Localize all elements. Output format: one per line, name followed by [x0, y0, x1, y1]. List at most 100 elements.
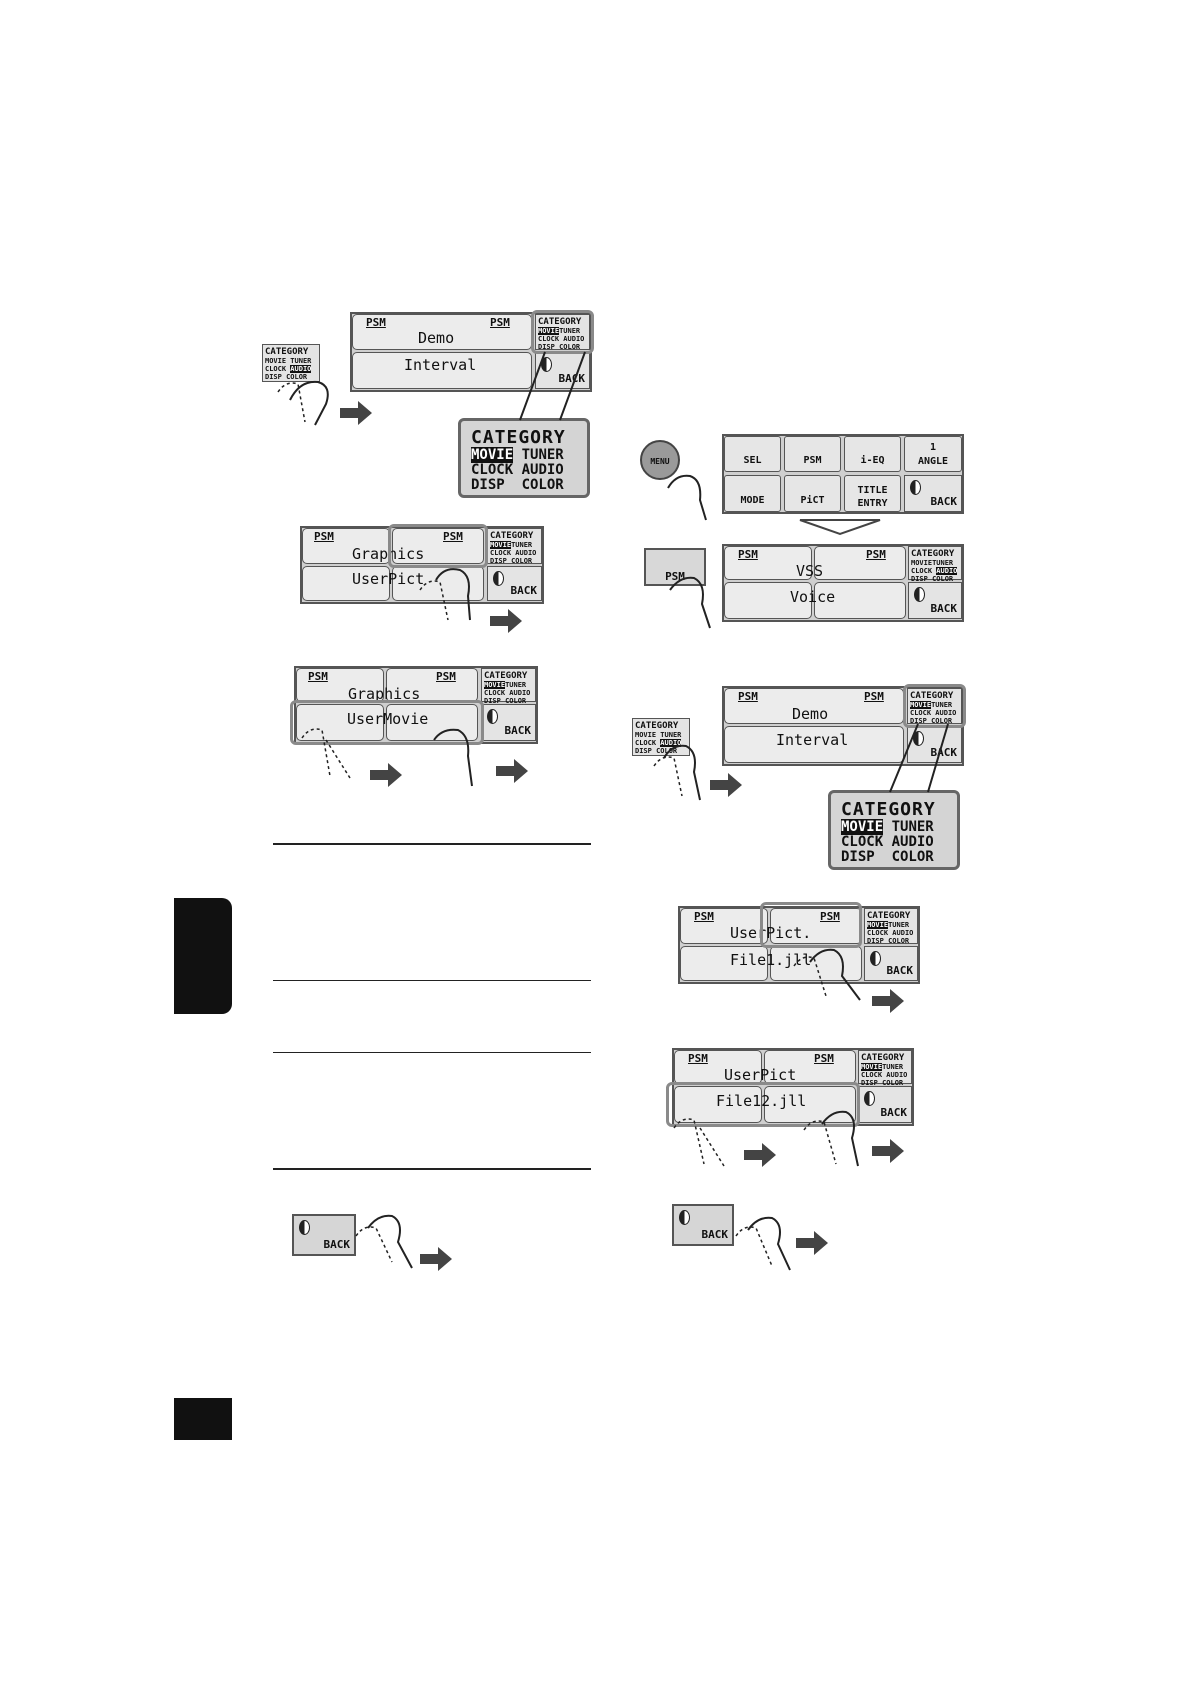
lcd-top-cell[interactable]: [724, 688, 904, 724]
lcd-bottom-cell[interactable]: [724, 726, 904, 763]
lcd-top-right-cell[interactable]: [764, 1050, 856, 1084]
knob-icon: [914, 587, 925, 602]
lcd-top-text: Demo: [792, 705, 829, 723]
psm-left-label: PSM: [308, 670, 328, 683]
dashed-finger-icon: [735, 1226, 773, 1267]
menu-angle-button[interactable]: 1 ANGLE: [904, 436, 962, 472]
lcd-category-cell[interactable]: CATEGORY MOVIETUNER CLOCK AUDIO DISP COL…: [487, 528, 542, 565]
highlight-frame: [903, 684, 966, 728]
dashed-finger-icon: [793, 956, 827, 997]
highlight-frame: [666, 1082, 860, 1127]
category-button[interactable]: CATEGORY MOVIE TUNER CLOCK AUDIO DISP CO…: [632, 718, 690, 756]
lcd-back-cell[interactable]: BACK: [907, 726, 962, 763]
lcd-back-cell[interactable]: BACK: [864, 946, 918, 981]
lcd-top-left-cell[interactable]: [724, 546, 812, 580]
knob-icon: [864, 1091, 875, 1106]
lcd-back-cell[interactable]: BACK: [487, 566, 542, 601]
psm-right-label: PSM: [436, 670, 456, 683]
lcd-top-right-cell[interactable]: [814, 546, 906, 580]
knob-icon: [299, 1220, 310, 1235]
lcd-bottom-text: Voice: [790, 588, 836, 606]
lcd-top-right-cell[interactable]: [392, 528, 484, 564]
lcd-bottom-left-cell[interactable]: [296, 704, 384, 741]
back-button[interactable]: BACK: [292, 1214, 356, 1256]
arrow-right-icon: [872, 989, 904, 1013]
lcd-category-cell[interactable]: CATEGORY MOVIETUNER CLOCK AUDIO DISP COL…: [535, 314, 590, 351]
lcd-back-cell[interactable]: BACK: [535, 352, 590, 389]
highlight-frame: [388, 524, 488, 568]
arrow-right-icon: [370, 763, 402, 787]
menu-sel-button[interactable]: SEL: [724, 436, 781, 472]
lcd-category-cell[interactable]: CATEGORY MOVIETUNER CLOCK AUDIO DISP COL…: [481, 668, 536, 705]
lcd-bottom-right-cell[interactable]: [814, 582, 906, 619]
dashed-finger-icon: [673, 1118, 725, 1167]
lcd-back-cell[interactable]: BACK: [481, 704, 536, 741]
psm-left-label: PSM: [694, 910, 714, 923]
finger-icon: [435, 568, 471, 621]
knob-icon: [493, 571, 504, 586]
dashed-finger-icon: [419, 580, 449, 621]
finger-icon: [821, 1110, 859, 1167]
finger-icon: [747, 1216, 791, 1271]
menu-button[interactable]: MENU: [640, 440, 680, 480]
highlight-frame: [290, 700, 484, 745]
psm-right-label: PSM: [866, 548, 886, 561]
arrow-right-icon: [710, 773, 742, 797]
menu-psm-button[interactable]: PSM: [784, 436, 841, 472]
psm-right-label: PSM: [443, 530, 463, 543]
finger-icon: [367, 1214, 413, 1269]
category-popup: CATEGORY MOVIE TUNER CLOCK AUDIO DISP CO…: [828, 790, 960, 870]
side-tab: [174, 898, 232, 1014]
lcd-top-text: UserPict.: [730, 924, 812, 942]
psm-left-label: PSM: [314, 530, 334, 543]
lcd-bottom-right-cell[interactable]: [764, 1086, 856, 1123]
finger-icon: [663, 744, 701, 801]
lcd-back-cell[interactable]: BACK: [908, 582, 962, 619]
finger-icon: [433, 728, 473, 787]
lcd-category-cell[interactable]: CATEGORY MOVIETUNER CLOCK AUDIO DISP COL…: [908, 546, 962, 583]
popup-connector: [889, 723, 949, 793]
dashed-finger-icon: [301, 728, 351, 779]
menu-pict-button[interactable]: PiCT: [784, 475, 841, 512]
menu-mode-button[interactable]: MODE: [724, 475, 781, 512]
lcd-top-left-cell[interactable]: [296, 668, 384, 702]
dashed-finger-icon: [653, 756, 683, 797]
lcd-bottom-left-cell[interactable]: [724, 582, 812, 619]
lcd-category-cell[interactable]: CATEGORY MOVIETUNER CLOCK AUDIO DISP COL…: [864, 908, 918, 945]
menu-title-entry-button[interactable]: TITLE ENTRY: [844, 475, 901, 512]
menu-back-button[interactable]: BACK: [904, 475, 962, 512]
lcd-bottom-left-cell[interactable]: [674, 1086, 762, 1123]
section-rule: [273, 843, 591, 845]
lcd-bottom-text: UserPict: [352, 570, 425, 588]
dashed-finger-icon: [803, 1120, 837, 1165]
lcd-top-text: Demo: [418, 329, 455, 347]
category-popup: CATEGORY MOVIE TUNER CLOCK AUDIO DISP CO…: [458, 418, 590, 498]
section-rule: [273, 1168, 591, 1170]
arrow-down-icon: [799, 519, 881, 536]
finger-icon: [809, 948, 861, 1001]
lcd-top-left-cell[interactable]: [680, 908, 768, 944]
lcd-bottom-right-cell[interactable]: [770, 946, 862, 981]
category-button[interactable]: CATEGORY MOVIE TUNER CLOCK AUDIO DISP CO…: [262, 344, 320, 382]
lcd-bottom-text: File1.jll: [730, 951, 812, 969]
menu-ieq-button[interactable]: i-EQ: [844, 436, 901, 472]
lcd-bottom-left-cell[interactable]: [680, 946, 768, 981]
arrow-right-icon: [340, 401, 372, 425]
arrow-right-icon: [496, 759, 528, 783]
dashed-finger-icon: [355, 1226, 393, 1263]
lcd-top-right-cell[interactable]: [386, 668, 478, 702]
lcd-top-cell[interactable]: [352, 314, 532, 350]
lcd-bottom-left-cell[interactable]: [302, 566, 390, 601]
knob-icon: [870, 951, 881, 966]
psm-left-label: PSM: [366, 316, 386, 329]
lcd-category-cell[interactable]: CATEGORY MOVIETUNER CLOCK AUDIO DISP COL…: [907, 688, 962, 725]
lcd-top-left-cell[interactable]: [302, 528, 390, 564]
knob-icon: [910, 480, 921, 495]
lcd-bottom-cell[interactable]: [352, 352, 532, 389]
psm-left-label: PSM: [688, 1052, 708, 1065]
psm-left-label: PSM: [738, 690, 758, 703]
lcd-bottom-text: File12.jll: [716, 1092, 807, 1110]
back-button[interactable]: BACK: [672, 1204, 734, 1246]
lcd-category-cell[interactable]: CATEGORY MOVIETUNER CLOCK AUDIO DISP COL…: [858, 1050, 912, 1087]
